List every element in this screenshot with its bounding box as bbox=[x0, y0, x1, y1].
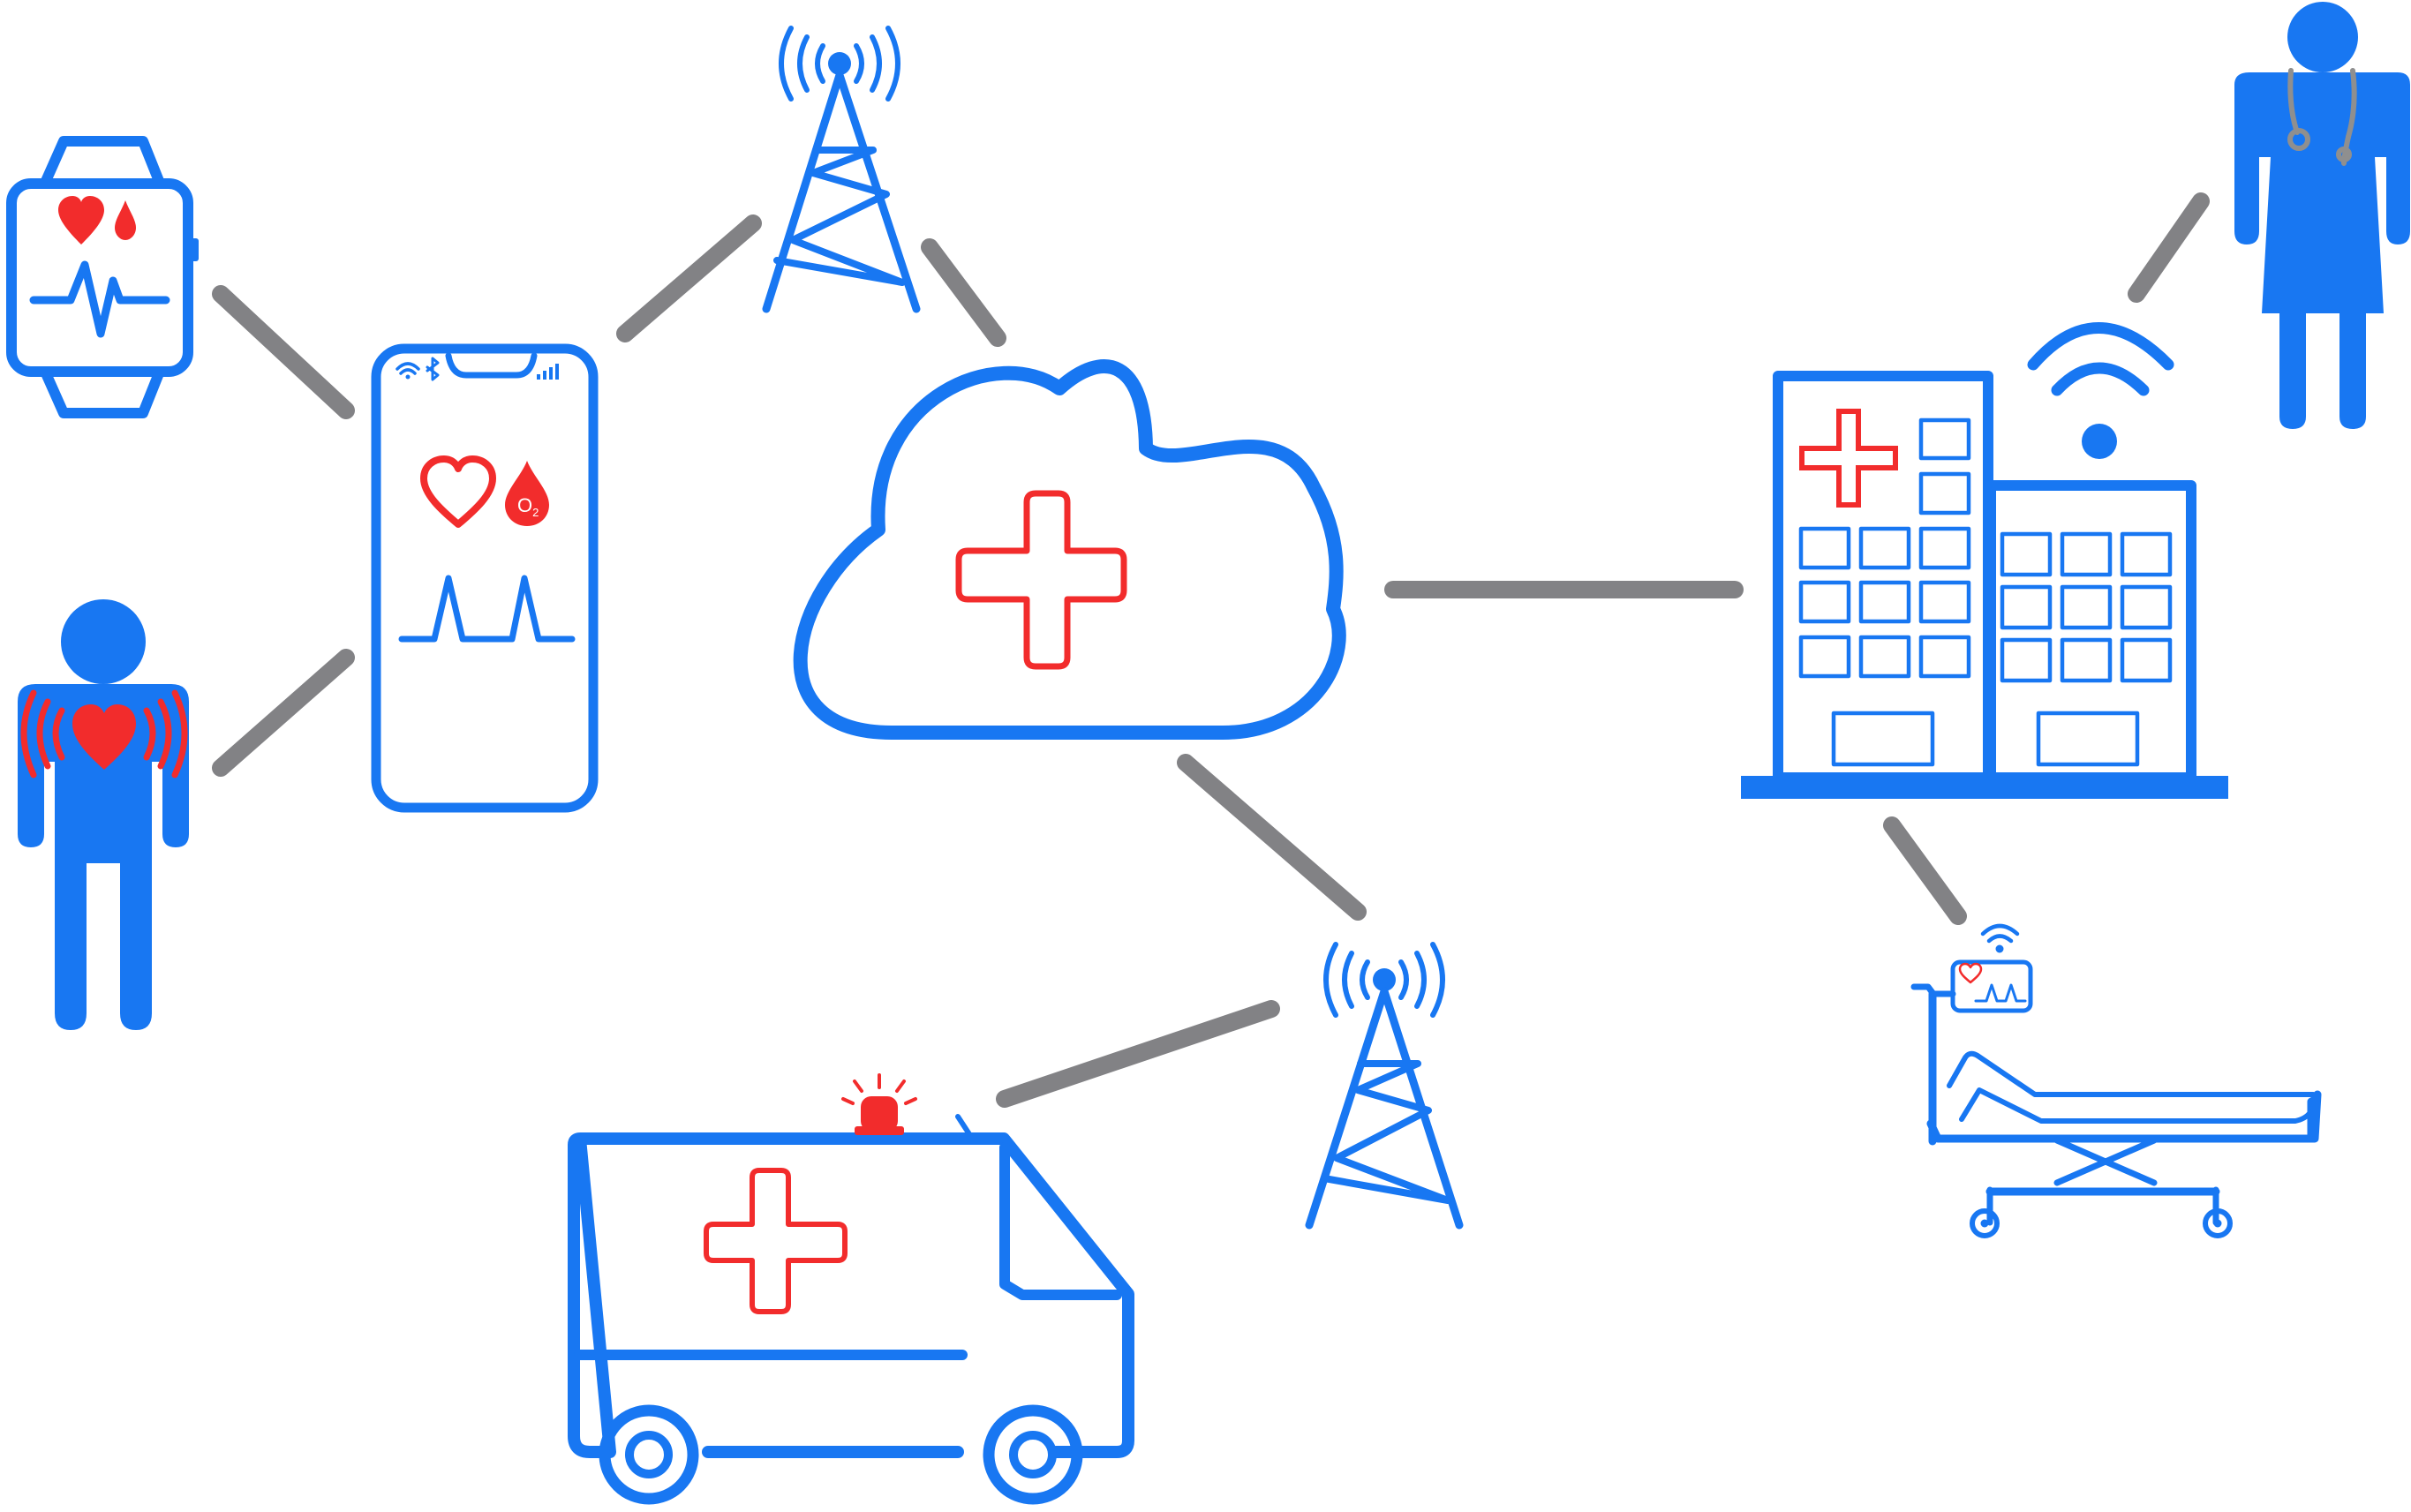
ambulance-window bbox=[999, 1142, 1122, 1300]
wifi-icon bbox=[396, 362, 420, 380]
doctor-icon bbox=[2234, 2, 2410, 429]
signal-bars-icon bbox=[537, 364, 559, 380]
ambulance-antenna bbox=[955, 1114, 974, 1140]
heart-outline-icon bbox=[420, 455, 496, 528]
link-hospital-doctor bbox=[2128, 192, 2210, 303]
wheel-icon bbox=[1970, 1208, 2000, 1238]
wearer-with-heart-sensor bbox=[18, 599, 189, 1030]
link-phone-tower bbox=[616, 214, 762, 342]
link-hospital-bed bbox=[1883, 816, 1967, 925]
wheel-icon bbox=[983, 1404, 1083, 1505]
wheel-icon bbox=[2203, 1208, 2233, 1238]
link-cloud-tower2 bbox=[1177, 754, 1367, 921]
wifi-icon bbox=[1980, 923, 2020, 953]
wifi-icon bbox=[2027, 322, 2174, 459]
oxygen-label: O bbox=[517, 494, 532, 516]
bed-mattress bbox=[1947, 1050, 2317, 1124]
link-tower-cloud bbox=[921, 238, 1006, 347]
cell-tower-icon bbox=[1305, 942, 1464, 1230]
link-tower2-ambulance bbox=[996, 1000, 1280, 1108]
cell-tower-icon bbox=[762, 26, 921, 313]
link-person-phone bbox=[212, 649, 355, 777]
link-watch-phone bbox=[212, 285, 355, 419]
radio-waves-icon bbox=[1323, 942, 1445, 1018]
hospital-bed-icon bbox=[1910, 923, 2322, 1238]
oxygen-subscript: 2 bbox=[532, 506, 539, 519]
heart-pulse-waves-icon bbox=[20, 689, 188, 779]
heart-icon bbox=[72, 704, 136, 770]
siren-light-icon bbox=[841, 1073, 917, 1135]
connection-links bbox=[212, 192, 2210, 1108]
smartwatch-icon bbox=[6, 136, 199, 418]
doctor-coat bbox=[2234, 72, 2410, 429]
medical-cross-icon bbox=[955, 490, 1127, 670]
phone-notch bbox=[445, 352, 538, 379]
bed-scissor-lift bbox=[2053, 1137, 2158, 1186]
doctor-head bbox=[2287, 2, 2358, 72]
ecg-wave-icon bbox=[29, 260, 170, 338]
health-cloud-icon bbox=[793, 359, 1346, 740]
smartphone-icon: O2 bbox=[371, 343, 599, 813]
ecg-wave-icon bbox=[398, 575, 576, 643]
hospital-windows bbox=[1798, 417, 2173, 767]
person-head bbox=[61, 599, 146, 684]
ambulance-body bbox=[568, 1132, 1134, 1458]
heart-icon bbox=[58, 196, 104, 244]
medical-cross-icon bbox=[704, 1168, 848, 1314]
wheel-icon bbox=[599, 1404, 699, 1505]
person-body bbox=[18, 684, 189, 1030]
blood-drop-icon bbox=[505, 461, 549, 526]
radio-waves-icon bbox=[779, 26, 900, 102]
hospital-icon bbox=[1741, 371, 2228, 799]
ambulance-icon bbox=[568, 1073, 1134, 1505]
stethoscope-icon bbox=[2287, 68, 2357, 166]
patient-monitor-icon bbox=[1950, 959, 2033, 1013]
heart-outline-icon bbox=[1958, 962, 1983, 984]
svg-text:O2: O2 bbox=[517, 494, 539, 519]
bluetooth-icon bbox=[426, 357, 440, 381]
blood-drop-icon bbox=[115, 200, 136, 240]
